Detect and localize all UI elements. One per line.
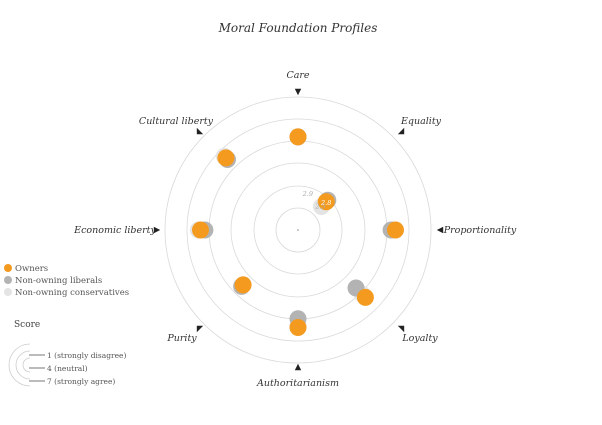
annotation-owners: 2.8 — [320, 199, 331, 207]
legend-swatch-owners — [4, 264, 12, 272]
annotation-non-owning-liberals: 2.9 — [302, 190, 313, 198]
axis-arrow-economic-liberty — [153, 226, 161, 234]
dot-owners-loyalty — [356, 288, 374, 306]
radar-center — [297, 229, 299, 231]
score-ring — [15, 350, 31, 380]
annotation-non-owning-conservatives: 2.5 — [314, 203, 325, 211]
score-ring — [8, 343, 31, 387]
radar-ring — [253, 185, 343, 275]
data-points — [189, 128, 404, 336]
radar-ring — [186, 118, 410, 342]
dot-owners-care — [289, 128, 307, 146]
axis-labels: CareEqualityProportionalityLoyaltyAuthor… — [73, 70, 517, 389]
axis-label-economic-liberty: Economic liberty — [73, 225, 156, 236]
axis-label-equality: Equality — [400, 116, 442, 127]
axis-arrow-loyalty — [397, 325, 405, 333]
score-legend-title: Score — [14, 320, 40, 330]
axis-label-cultural-liberty: Cultural liberty — [139, 116, 214, 127]
axis-label-authoritarianism: Authoritarianism — [256, 378, 339, 389]
legend-label-non-owning-liberals: Non-owning liberals — [15, 276, 102, 286]
score-ring — [22, 357, 31, 373]
axis-label-care: Care — [286, 70, 309, 81]
dot-owners-purity — [234, 276, 252, 294]
score-legend: Score 1 (strongly disagree) 4 (neutral) 7 … — [8, 320, 126, 387]
dot-owners-cultural-liberty — [217, 149, 235, 167]
data-annotations: 2.9 2.82.5 — [302, 190, 332, 210]
axis-arrow-cultural-liberty — [196, 127, 204, 135]
score-label-4: 4 (neutral) — [47, 364, 88, 373]
axis-arrow-authoritarianism — [294, 363, 302, 371]
chart-title: Moral Foundation Profiles — [218, 21, 378, 35]
axis-label-purity: Purity — [166, 333, 197, 344]
dot-owners-authoritarianism — [289, 319, 307, 336]
radar-ring — [230, 162, 366, 298]
legend-label-non-owning-conservatives: Non-owning conservatives — [15, 288, 129, 298]
dot-owners-equality — [317, 193, 335, 211]
legend-label-owners: Owners — [15, 264, 48, 274]
radar-ring — [164, 96, 432, 364]
axis-arrow-care — [294, 88, 302, 96]
axis-label-proportionality: Proportionality — [443, 225, 517, 236]
axis-arrow-purity — [196, 325, 204, 333]
legend-swatch-non-owning-conservatives — [4, 288, 12, 296]
legend-swatch-non-owning-liberals — [4, 276, 12, 284]
axis-label-loyalty: Loyalty — [401, 333, 438, 344]
radar-ring — [275, 207, 321, 253]
axis-arrow-proportionality — [436, 226, 444, 234]
dot-owners-proportionality — [387, 221, 404, 239]
score-label-1: 1 (strongly disagree) — [47, 351, 126, 360]
axis-arrow-equality — [397, 127, 405, 135]
score-label-7: 7 (strongly agree) — [47, 377, 115, 386]
dot-owners-economic-liberty — [192, 221, 209, 239]
